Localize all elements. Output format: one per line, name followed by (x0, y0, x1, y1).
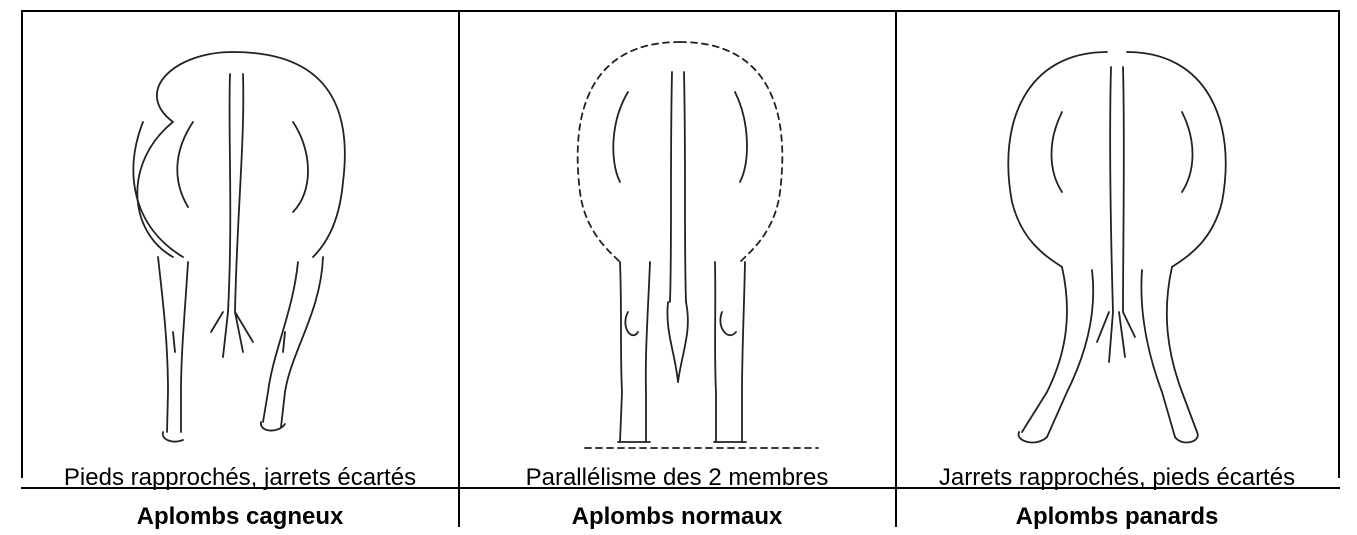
aplombs-table: Pieds rapprochés, jarrets écartés Parall… (21, 10, 1340, 527)
title-panards: Aplombs panards (897, 499, 1337, 535)
title-normaux: Aplombs normaux (460, 499, 894, 535)
table-border-right (1338, 10, 1340, 478)
cow-rear-view-normaux (460, 12, 894, 456)
title-cagneux: Aplombs cagneux (23, 499, 457, 535)
caption-cagneux: Pieds rapprochés, jarrets écartés (23, 459, 457, 497)
cow-rear-view-panards (897, 12, 1337, 456)
caption-normaux: Parallélisme des 2 membres (460, 459, 894, 497)
caption-panards: Jarrets rapprochés, pieds écartés (897, 459, 1337, 497)
cow-rear-view-cagneux (23, 12, 457, 456)
